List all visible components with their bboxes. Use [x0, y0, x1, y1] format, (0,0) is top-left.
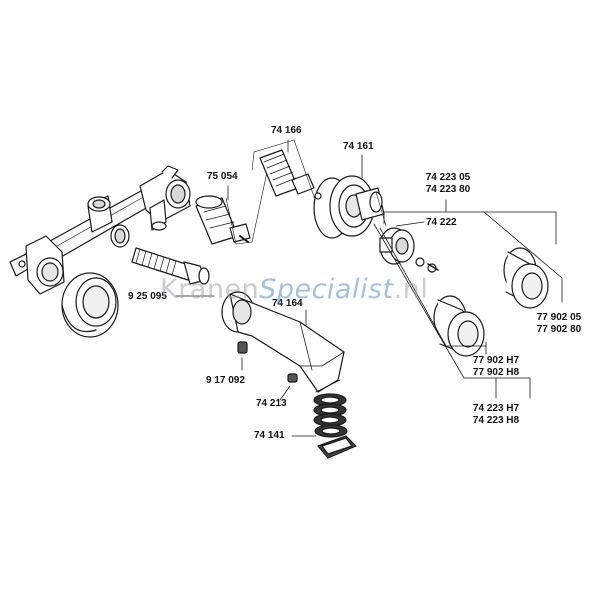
handle-adaptor	[379, 227, 439, 273]
handle-knob-colored	[433, 295, 485, 357]
leader-lines	[175, 139, 563, 437]
grub-screw-917092	[237, 341, 248, 354]
label-75054: 75 054	[207, 171, 238, 182]
handle-knob-chrome	[503, 247, 549, 309]
watermark-part-2: Specialist	[259, 274, 394, 305]
label-77902h7: 77 902 H7	[472, 355, 520, 366]
cartridge	[195, 157, 271, 245]
label-77902h8: 77 902 H8	[472, 367, 520, 378]
wall-rosette-left	[61, 272, 119, 338]
label-74223h8: 74 223 H8	[472, 415, 520, 426]
watermark-part-3: .nl	[393, 274, 429, 305]
label-7790205: 77 902 05	[536, 312, 582, 323]
label-74164: 74 164	[272, 298, 303, 309]
label-7790280: 77 902 80	[536, 324, 582, 335]
grub-screw-74213	[287, 373, 298, 383]
label-74223h7: 74 223 H7	[472, 403, 520, 414]
label-74141: 74 141	[254, 430, 285, 441]
label-917092: 9 17 092	[206, 375, 245, 386]
cover-flange	[313, 175, 387, 239]
spout	[221, 291, 345, 393]
threaded-extension	[131, 247, 210, 285]
label-74213: 74 213	[256, 398, 287, 409]
label-7422305: 74 223 05	[425, 172, 471, 183]
label-74161: 74 161	[343, 141, 374, 152]
wall-body-manifold	[9, 165, 191, 295]
aerator	[313, 393, 357, 459]
label-74166: 74 166	[271, 125, 302, 136]
watermark: KranenSpecialist.nl	[160, 274, 428, 305]
label-7422380: 74 223 80	[425, 184, 471, 195]
watermark-part-1: Kranen	[160, 274, 260, 305]
label-74222: 74 222	[426, 217, 457, 228]
label-925095: 9 25 095	[128, 291, 167, 302]
